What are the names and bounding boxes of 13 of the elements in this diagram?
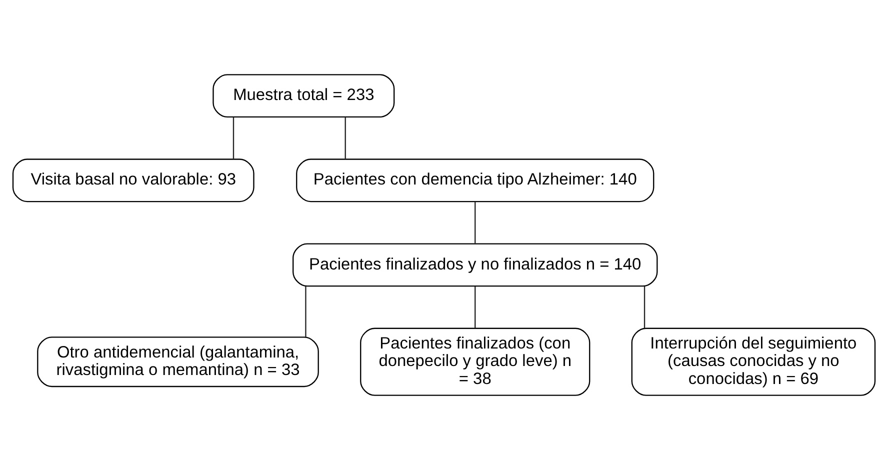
connector bbox=[644, 286, 646, 328]
node-box: Muestra total = 233 bbox=[212, 74, 395, 118]
node-box: Pacientes con demencia tipo Alzheimer: 140 bbox=[296, 158, 654, 202]
connector bbox=[474, 286, 476, 328]
node-box: Pacientes finalizados y no finalizados n = 140 bbox=[292, 243, 658, 287]
node-box: Interrupción del seguimiento (causas conocidas y no conocidas) n = 69 bbox=[631, 328, 876, 396]
node-box: Visita basal no valorable: 93 bbox=[12, 158, 254, 202]
connector bbox=[232, 117, 234, 159]
connector bbox=[344, 117, 346, 159]
node-box: Otro antidemencial (galantamina, rivastigmina o memantina) n = 33 bbox=[37, 336, 319, 388]
connector bbox=[305, 286, 306, 337]
node-box: Pacientes finalizados (con donepecilo y grado leve) n = 38 bbox=[360, 328, 590, 396]
connector bbox=[474, 202, 476, 244]
